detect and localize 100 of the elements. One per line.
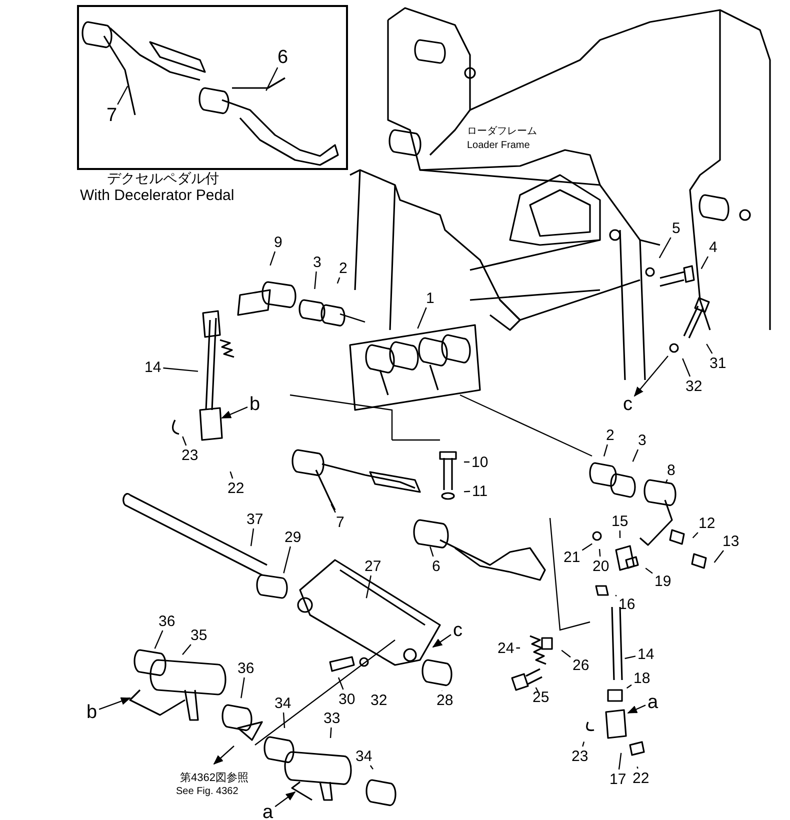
leader-line [366, 575, 372, 598]
callout-number: 6 [431, 558, 442, 574]
caption-text: デクセルペダル付 [107, 170, 219, 188]
callout-number: 30 [338, 690, 356, 708]
leader-line [417, 307, 427, 329]
caption-text: With Decelerator Pedal [80, 187, 234, 204]
leader-line [516, 647, 520, 649]
leader-line [561, 650, 571, 658]
callout-number: 32 [684, 378, 704, 394]
leader-line [163, 367, 198, 372]
leader-line [624, 656, 636, 660]
leader-line [330, 504, 336, 513]
arrow [634, 356, 668, 397]
leader-line [430, 546, 434, 557]
callout-number: 17 [608, 770, 628, 788]
callout-number: 34 [354, 748, 374, 764]
leader-line [154, 630, 164, 649]
leader-line [283, 546, 291, 574]
arrow [432, 634, 452, 648]
callout-number: 13 [722, 532, 740, 550]
callout-number: 3 [637, 432, 648, 448]
callout-number: 14 [636, 646, 656, 662]
connection-letter: 7 [106, 106, 118, 124]
callout-number: 1 [425, 290, 436, 306]
callout-number: 3 [312, 254, 322, 270]
callout-number: 16 [618, 596, 636, 612]
leader-line [582, 543, 592, 551]
frame-label: ローダフレーム [467, 126, 537, 138]
leader-line [714, 550, 724, 563]
leader-line [603, 444, 608, 456]
leader-line [692, 532, 698, 538]
callout-number: 27 [364, 558, 382, 574]
callout-number: 36 [158, 612, 176, 630]
callout-number: 24 [496, 640, 516, 656]
callout-number: 9 [273, 234, 284, 250]
leader-line [632, 449, 639, 462]
callout-number: 10 [470, 454, 490, 470]
callout-number: 28 [436, 692, 454, 708]
leader-line [464, 490, 470, 492]
leader-line [182, 436, 187, 446]
callout-number: 2 [605, 426, 616, 444]
callout-number: 5 [671, 220, 682, 236]
callout-number: 31 [708, 354, 728, 372]
arrow [221, 406, 248, 419]
leader-line [464, 461, 470, 463]
leader-line [598, 548, 601, 557]
connection-letter: a [262, 802, 274, 820]
leader-line [250, 528, 254, 546]
callout-number: 29 [284, 528, 302, 546]
callout-number: 37 [246, 510, 264, 528]
arrow [627, 704, 646, 714]
callout-number: 34 [274, 694, 292, 712]
callout-number: 18 [632, 670, 652, 686]
leader-line [615, 594, 617, 596]
leader-line [645, 568, 653, 574]
callout-number: 12 [698, 514, 716, 532]
leader-line [682, 358, 691, 377]
callout-number: 23 [570, 748, 590, 764]
connection-letter: c [622, 394, 634, 414]
frame-label: Loader Frame [467, 140, 530, 152]
callout-number: 7 [335, 514, 346, 530]
callout-number: 8 [666, 462, 676, 478]
leader-line [626, 684, 632, 689]
callout-number: 33 [322, 710, 342, 726]
callout-number: 15 [610, 512, 630, 530]
leader-line [535, 687, 539, 692]
leader-line [117, 86, 128, 105]
callout-number: 36 [236, 660, 256, 676]
callout-number: 35 [190, 626, 208, 644]
connection-letter: a [646, 692, 660, 712]
leader-line [330, 727, 332, 738]
callout-number: 2 [338, 260, 348, 276]
reference-note: See Fig. 4362 [176, 786, 238, 798]
callout-number: 23 [180, 446, 200, 464]
arrow [274, 791, 296, 808]
callout-number: 14 [144, 358, 162, 376]
connection-letter: b [248, 394, 262, 414]
connection-letter: b [86, 702, 98, 722]
connection-letter: 6 [276, 48, 290, 66]
leader-line [370, 765, 374, 770]
leader-line [266, 67, 278, 91]
leader-line [282, 712, 286, 728]
callout-number: 20 [592, 558, 610, 574]
leader-line [706, 344, 713, 354]
leader-line [336, 277, 340, 284]
callout-number: 25 [532, 688, 550, 706]
leader-line [636, 766, 638, 769]
leader-line [230, 471, 234, 479]
callout-number: 21 [562, 548, 582, 566]
leader-line [182, 644, 192, 655]
callout-number: 26 [572, 656, 590, 674]
callout-number: 32 [370, 692, 388, 708]
callout-number: 22 [226, 480, 246, 496]
leader-line [700, 256, 709, 270]
callout-number: 11 [471, 482, 489, 500]
leader-line [270, 251, 276, 266]
leader-line [314, 271, 317, 290]
callout-number: 4 [708, 238, 718, 256]
reference-note: 第4362図参照 [180, 772, 248, 784]
leader-line [618, 752, 622, 770]
